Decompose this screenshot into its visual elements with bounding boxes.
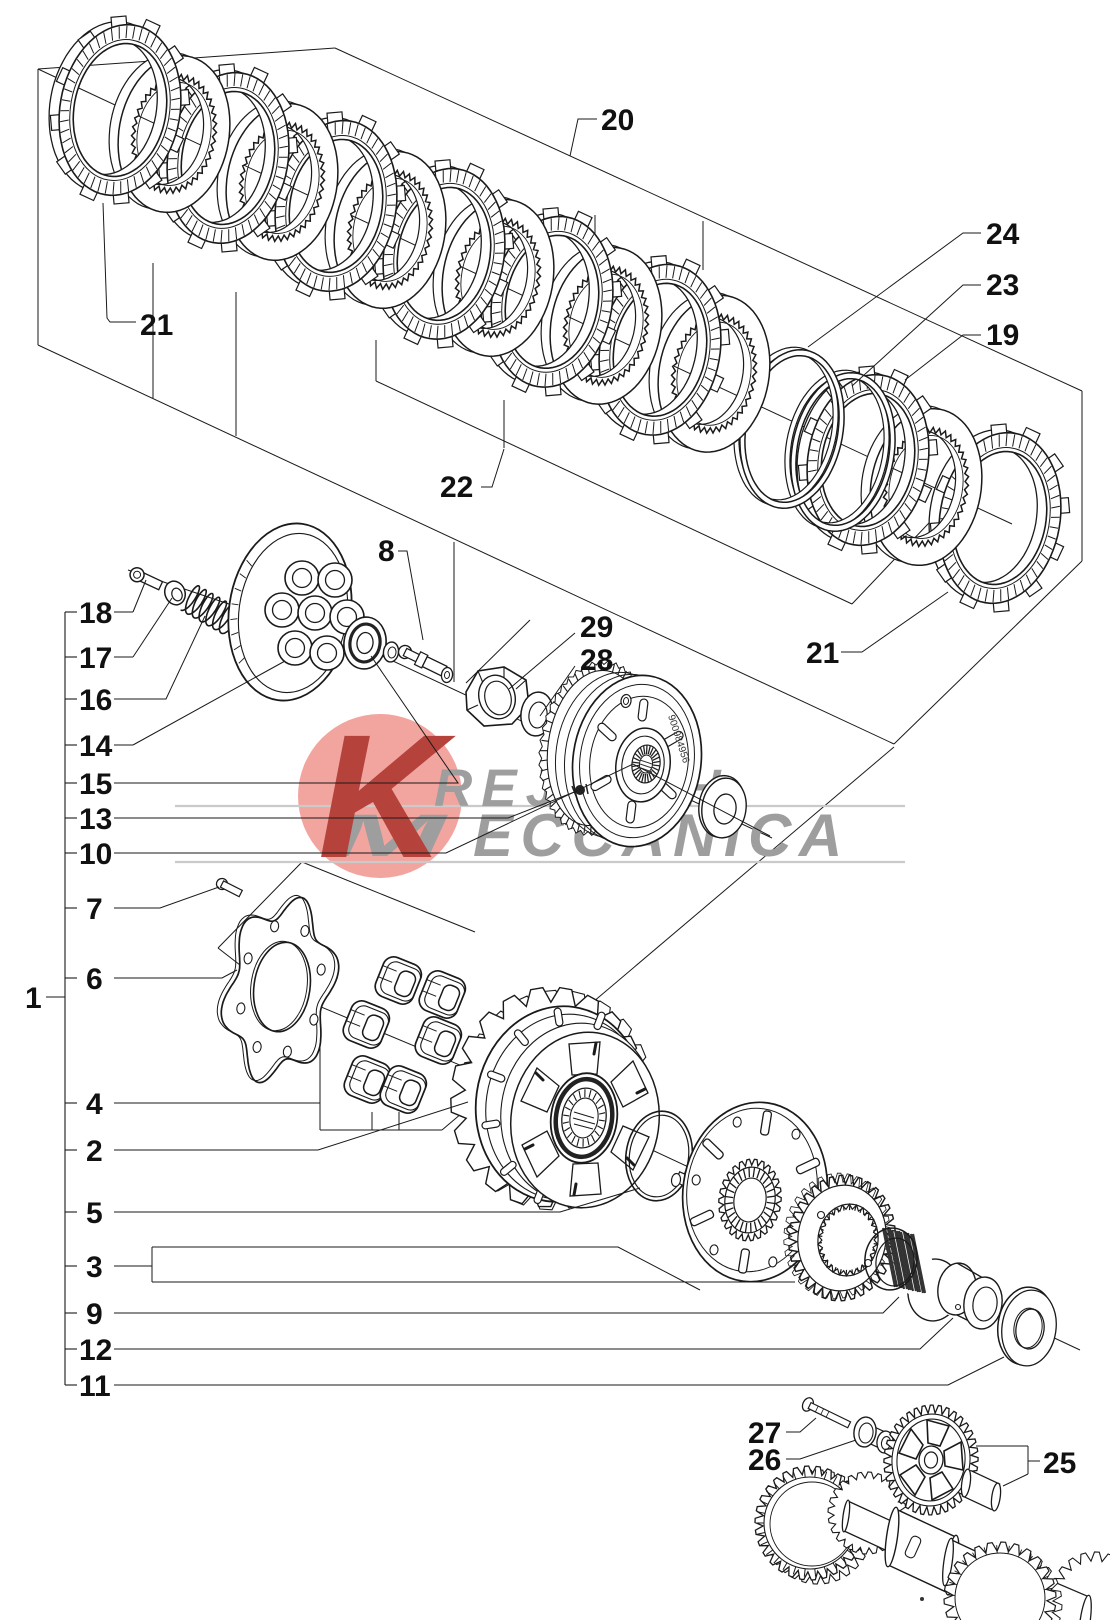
svg-text:21: 21 bbox=[806, 637, 839, 670]
svg-text:24: 24 bbox=[986, 218, 1020, 251]
svg-text:8: 8 bbox=[378, 535, 395, 568]
svg-text:M: M bbox=[328, 802, 449, 869]
svg-text:4: 4 bbox=[86, 1088, 103, 1121]
svg-text:11: 11 bbox=[79, 1370, 111, 1403]
svg-text:18: 18 bbox=[79, 597, 112, 630]
svg-text:K: K bbox=[318, 699, 456, 895]
svg-text:9: 9 bbox=[86, 1298, 103, 1331]
svg-text:14: 14 bbox=[79, 730, 113, 763]
svg-text:29: 29 bbox=[580, 611, 613, 644]
svg-text:23: 23 bbox=[986, 269, 1019, 302]
svg-text:26: 26 bbox=[748, 1444, 781, 1477]
svg-text:28: 28 bbox=[580, 644, 613, 677]
svg-text:13: 13 bbox=[79, 803, 112, 836]
svg-text:6: 6 bbox=[86, 963, 103, 996]
svg-text:1: 1 bbox=[25, 982, 42, 1015]
svg-text:12: 12 bbox=[79, 1334, 112, 1367]
svg-text:27: 27 bbox=[748, 1417, 781, 1450]
svg-text:3: 3 bbox=[86, 1251, 103, 1284]
svg-text:16: 16 bbox=[79, 684, 112, 717]
svg-text:21: 21 bbox=[140, 309, 173, 342]
svg-text:10: 10 bbox=[79, 838, 112, 871]
svg-text:7: 7 bbox=[86, 893, 103, 926]
svg-text:17: 17 bbox=[79, 642, 112, 675]
svg-text:20: 20 bbox=[601, 104, 634, 137]
svg-text:5: 5 bbox=[86, 1197, 103, 1230]
svg-text:19: 19 bbox=[986, 319, 1019, 352]
svg-text:22: 22 bbox=[440, 471, 473, 504]
svg-text:15: 15 bbox=[79, 768, 112, 801]
svg-text:25: 25 bbox=[1043, 1447, 1076, 1480]
svg-text:2: 2 bbox=[86, 1135, 103, 1168]
